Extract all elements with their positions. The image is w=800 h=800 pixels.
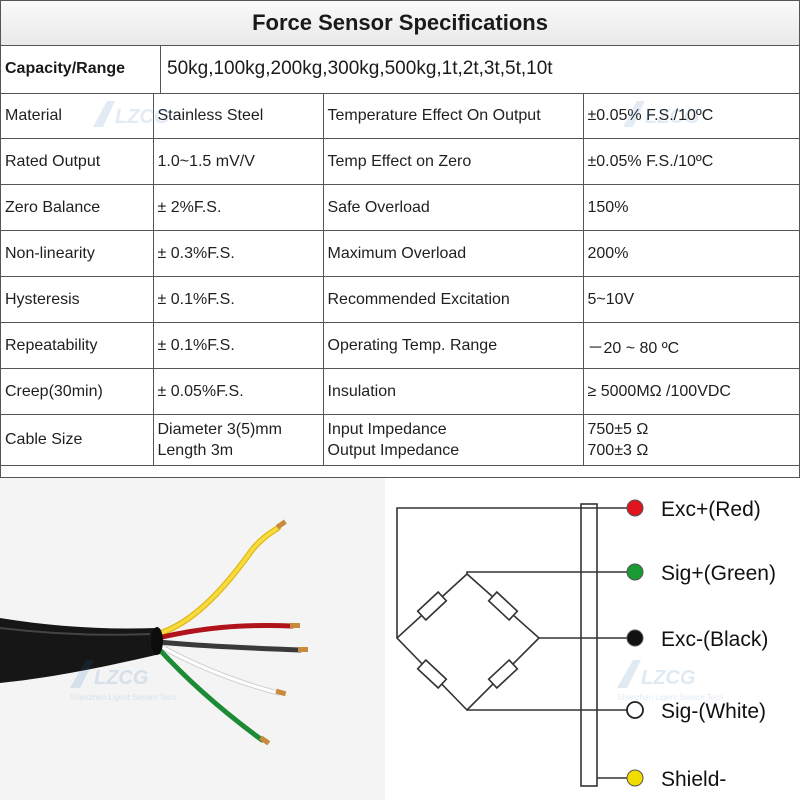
- table-row: Cable Size Diameter 3(5)mm Length 3m Inp…: [1, 414, 799, 466]
- param-value: ±0.05% F.S./10ºC: [582, 93, 799, 139]
- spec-table: Material Stainless Steel Temperature Eff…: [1, 93, 799, 466]
- param-name: Maximum Overload: [322, 230, 584, 277]
- svg-text:LZCG: LZCG: [94, 667, 148, 689]
- terminal-dot: [626, 629, 644, 647]
- param-value: 150%: [582, 184, 799, 231]
- param-name: Safe Overload: [322, 184, 584, 231]
- param-value: ± 0.1%F.S.: [152, 322, 324, 369]
- param-name: Rated Output: [1, 138, 154, 185]
- terminal-dot: [626, 499, 644, 517]
- resistor-icon: [487, 658, 519, 690]
- param-value: Diameter 3(5)mm Length 3m: [152, 414, 324, 466]
- param-name: Input Impedance Output Impedance: [322, 414, 584, 466]
- svg-text:LZCG: LZCG: [641, 667, 695, 689]
- wiring-diagram: Exc+(Red) Sig+(Green) Exc-(Black) Sig-(Whit…: [395, 498, 776, 791]
- capacity-label: Capacity/Range: [1, 45, 161, 93]
- terminal-label: Exc-(Black): [661, 628, 768, 651]
- watermark-logo: LZCG Shenzhen Ligent Sensor Tech: [617, 660, 724, 702]
- wire-bus: [580, 503, 598, 787]
- param-value: ± 0.05%F.S.: [152, 368, 324, 415]
- output-impedance-value: 700±3 Ω: [587, 442, 649, 459]
- capacity-value: 50kg,100kg,200kg,300kg,500kg,1t,2t,3t,5t…: [167, 58, 553, 79]
- param-value: 200%: [582, 230, 799, 277]
- cable-diameter: Diameter 3(5)mm: [157, 421, 282, 438]
- output-impedance-label: Output Impedance: [327, 442, 460, 459]
- wheatstone-bridge: [395, 572, 541, 712]
- param-name: Temperature Effect On Output: [322, 93, 584, 139]
- param-value: ± 0.3%F.S.: [152, 230, 324, 277]
- param-name: Cable Size: [1, 414, 154, 466]
- table-row: Repeatability ± 0.1%F.S. Operating Temp.…: [1, 322, 799, 369]
- param-name: Creep(30min): [1, 368, 154, 415]
- cable-length: Length 3m: [157, 442, 234, 459]
- param-value: ± 2%F.S.: [152, 184, 324, 231]
- resistor-icon: [487, 590, 519, 622]
- resistor-icon: [416, 590, 448, 622]
- param-value: 5~10V: [582, 276, 799, 323]
- capacity-row: Capacity/Range 50kg,100kg,200kg,300kg,50…: [1, 45, 799, 94]
- terminal-dot: [626, 563, 644, 581]
- table-row: Hysteresis ± 0.1%F.S. Recommended Excita…: [1, 276, 799, 323]
- param-name: Temp Effect on Zero: [322, 138, 584, 185]
- param-value: －20 ~ 80 ºC: [582, 322, 799, 369]
- param-value: 1.0~1.5 mV/V: [152, 138, 324, 185]
- param-value: 750±5 Ω 700±3 Ω: [582, 414, 799, 466]
- terminal-label: Exc+(Red): [661, 498, 761, 521]
- param-name: Hysteresis: [1, 276, 154, 323]
- terminal-label: Shield-: [661, 768, 726, 791]
- svg-text:Shenzhen Ligent Sensor Tech: Shenzhen Ligent Sensor Tech: [70, 693, 177, 702]
- terminal-dot: [626, 701, 644, 719]
- spec-table-frame: Force Sensor Specifications Capacity/Ran…: [0, 0, 800, 478]
- param-value: ≥ 5000MΩ /100VDC: [582, 368, 799, 415]
- terminal-dot: [626, 769, 644, 787]
- param-name: Operating Temp. Range: [322, 322, 584, 369]
- param-value: ±0.05% F.S./10ºC: [582, 138, 799, 185]
- param-value: Stainless Steel: [152, 93, 324, 139]
- watermark-logo: LZCG Shenzhen Ligent Sensor Tech: [70, 660, 177, 702]
- param-name: Insulation: [322, 368, 584, 415]
- resistor-icon: [416, 658, 448, 690]
- table-row: Rated Output 1.0~1.5 mV/V Temp Effect on…: [1, 138, 799, 185]
- table-row: Creep(30min) ± 0.05%F.S. Insulation ≥ 50…: [1, 368, 799, 415]
- svg-text:Shenzhen Ligent Sensor Tech: Shenzhen Ligent Sensor Tech: [617, 693, 724, 702]
- terminal-label: Sig-(White): [661, 700, 766, 723]
- param-value: ± 0.1%F.S.: [152, 276, 324, 323]
- param-name: Non-linearity: [1, 230, 154, 277]
- input-impedance-label: Input Impedance: [327, 421, 447, 438]
- param-name: Recommended Excitation: [322, 276, 584, 323]
- table-row: Material Stainless Steel Temperature Eff…: [1, 93, 799, 139]
- input-impedance-value: 750±5 Ω: [587, 421, 649, 438]
- cable-photo: LZCG Shenzhen Ligent Sensor Tech: [0, 478, 385, 800]
- param-name: Repeatability: [1, 322, 154, 369]
- param-name: Material: [1, 93, 154, 139]
- page-title: Force Sensor Specifications: [1, 1, 799, 46]
- table-row: Zero Balance ± 2%F.S. Safe Overload 150%: [1, 184, 799, 231]
- terminal-label: Sig+(Green): [661, 562, 776, 585]
- param-name: Zero Balance: [1, 184, 154, 231]
- table-row: Non-linearity ± 0.3%F.S. Maximum Overloa…: [1, 230, 799, 277]
